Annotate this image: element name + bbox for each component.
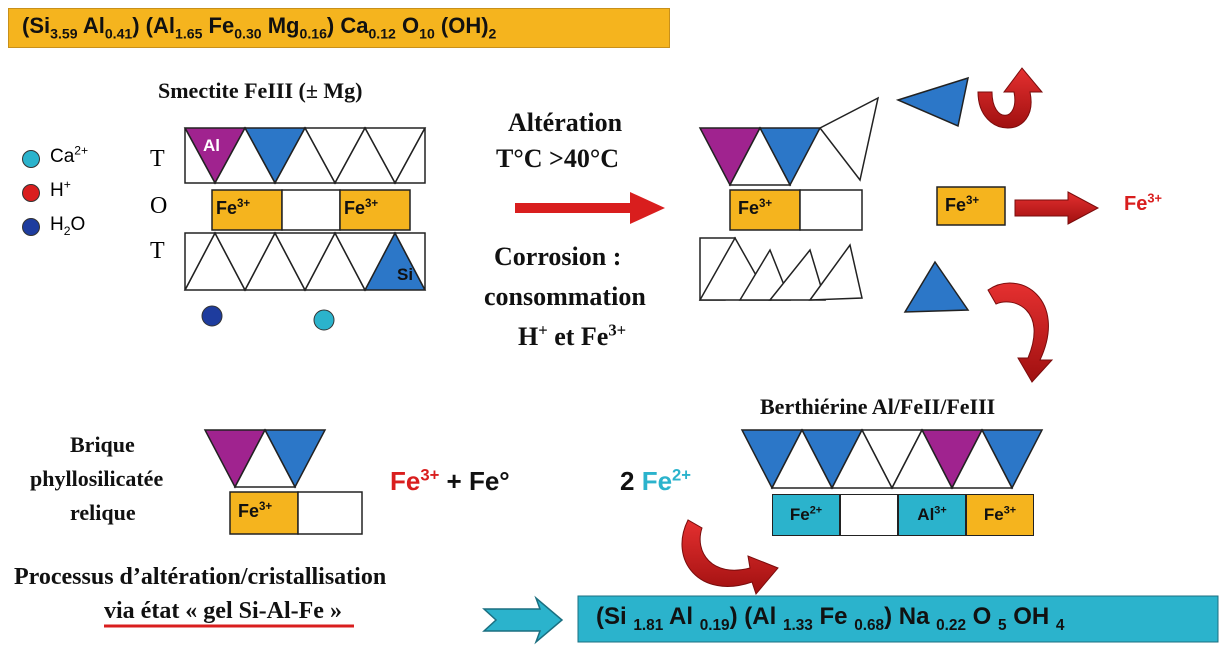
released-fe-box [936, 186, 1006, 226]
layer-label-o: O [150, 193, 168, 219]
smectite-fe-label-1: Fe3+ [216, 198, 251, 218]
formula-bottom: (Si 1.81 Al 0.19) (Al 1.33 Fe 0.68) Na 0… [596, 603, 1065, 634]
brique-structure [203, 428, 363, 535]
berthierine-title: Berthiérine Al/FeII/FeIII [760, 394, 996, 419]
legend-label-h: H+ [50, 177, 71, 201]
berthierine-cell-empty [840, 494, 898, 536]
released-fe-box-label: Fe3+ [945, 195, 980, 215]
curved-arrow-right [987, 282, 1054, 383]
brique-line1: Brique [70, 432, 135, 457]
reaction-fe3-fe0: Fe3+ + Fe° [390, 465, 510, 496]
alteration-arrow [515, 192, 665, 224]
formula-top: (Si3.59 Al0.41) (Al1.65 Fe0.30 Mg0.16) C… [22, 13, 497, 42]
curved-arrow-top [977, 67, 1044, 129]
layer-label-t-bottom: T [150, 238, 165, 264]
brique-line2: phyllosilicatée [30, 466, 164, 491]
smectite-al-label: Al [203, 136, 220, 155]
legend-dot-h2o [22, 218, 40, 236]
legend-label-h2o: H2O [50, 214, 86, 238]
reaction-fe3: Fe3+ [390, 465, 440, 496]
smectite-tetra-bottom [183, 231, 427, 292]
legend-label-ca: Ca2+ [50, 143, 89, 167]
smectite-tetra-top [183, 126, 427, 185]
berthierine-cell-al3: Al3+ [898, 494, 966, 536]
legend-dot-h [22, 184, 40, 202]
alteration-line1: Altération [508, 108, 623, 137]
free-si-tetra-top [895, 76, 969, 128]
h2o-molecule-dot [201, 305, 223, 327]
free-si-tetra-bottom [903, 260, 970, 313]
smectite-fe-label-2: Fe3+ [344, 198, 379, 218]
released-fe-label: Fe3+ [1124, 190, 1162, 215]
bottom-arrow [482, 595, 564, 645]
altered-fe-label: Fe3+ [738, 198, 773, 218]
formula-bottom-box [577, 595, 1219, 643]
berthierine-cell-fe2: Fe2+ [772, 494, 840, 536]
processus-line2: via état « gel Si-Al-Fe » [104, 598, 342, 624]
brique-line3: relique [70, 500, 136, 525]
corrosion-line3: H+ et Fe3+ [518, 320, 627, 351]
altered-structure [698, 96, 880, 301]
smectite-title: Smectite FeIII (± Mg) [158, 78, 363, 103]
reaction-2fe2: 2 Fe2+ [620, 465, 691, 496]
released-fe-arrow [1014, 191, 1100, 225]
alteration-line2: T°C >40°C [496, 144, 620, 173]
corrosion-line2: consommation [484, 282, 646, 311]
corrosion-line1: Corrosion : [494, 242, 622, 271]
formula-top-box [8, 8, 670, 48]
berthierine-structure [740, 428, 1044, 490]
brique-fe-label: Fe3+ [238, 501, 273, 521]
ca-ion-dot [313, 309, 335, 331]
smectite-si-label: Si [397, 265, 414, 284]
smectite-fe-cell-2 [339, 189, 411, 231]
processus-line1: Processus d’altération/cristallisation [14, 564, 387, 590]
berthierine-cell-fe3: Fe3+ [966, 494, 1034, 536]
curved-arrow-bottom [681, 519, 779, 596]
layer-label-t-top: T [150, 146, 165, 172]
legend-dot-ca [22, 150, 40, 168]
smectite-octa [211, 189, 411, 231]
